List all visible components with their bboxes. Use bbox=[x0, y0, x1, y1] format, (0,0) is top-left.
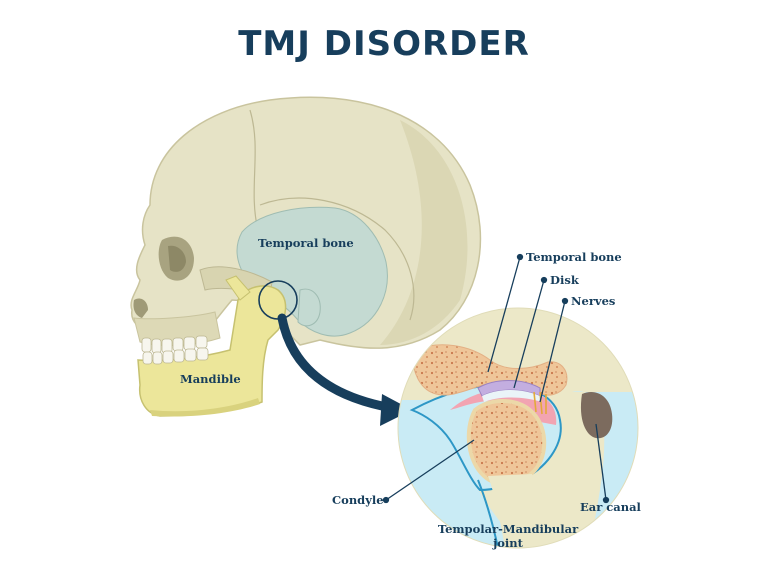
label-temporal-bone-detail: Temporal bone bbox=[526, 250, 622, 264]
label-nerves: Nerves bbox=[571, 294, 616, 308]
temporal-bone-detail bbox=[412, 344, 568, 396]
leader-lines bbox=[382, 253, 610, 504]
ear-canal-shape bbox=[580, 392, 613, 439]
page-title: TMJ DISORDER bbox=[238, 24, 530, 64]
label-temporal-bone: Temporal bone bbox=[258, 236, 354, 250]
label-disk: Disk bbox=[550, 273, 579, 287]
label-ear-canal: Ear canal bbox=[580, 500, 641, 514]
label-tmj-line1: Tempolar-Mandibular bbox=[437, 522, 579, 536]
nerves bbox=[533, 391, 547, 415]
zoom-arrow bbox=[277, 313, 397, 413]
label-condyle: Condyle bbox=[332, 493, 384, 507]
label-mandible: Mandible bbox=[180, 372, 241, 386]
joint-detail bbox=[397, 307, 639, 549]
label-tmj-line2: joint bbox=[493, 536, 523, 550]
mandible bbox=[137, 275, 287, 417]
condyle-shape bbox=[466, 399, 547, 486]
lower-teeth bbox=[142, 347, 209, 365]
label-tmj-joint: Tempolar-Mandibular joint bbox=[428, 522, 588, 550]
skull bbox=[130, 96, 482, 349]
zoom-arrowhead bbox=[380, 394, 412, 426]
